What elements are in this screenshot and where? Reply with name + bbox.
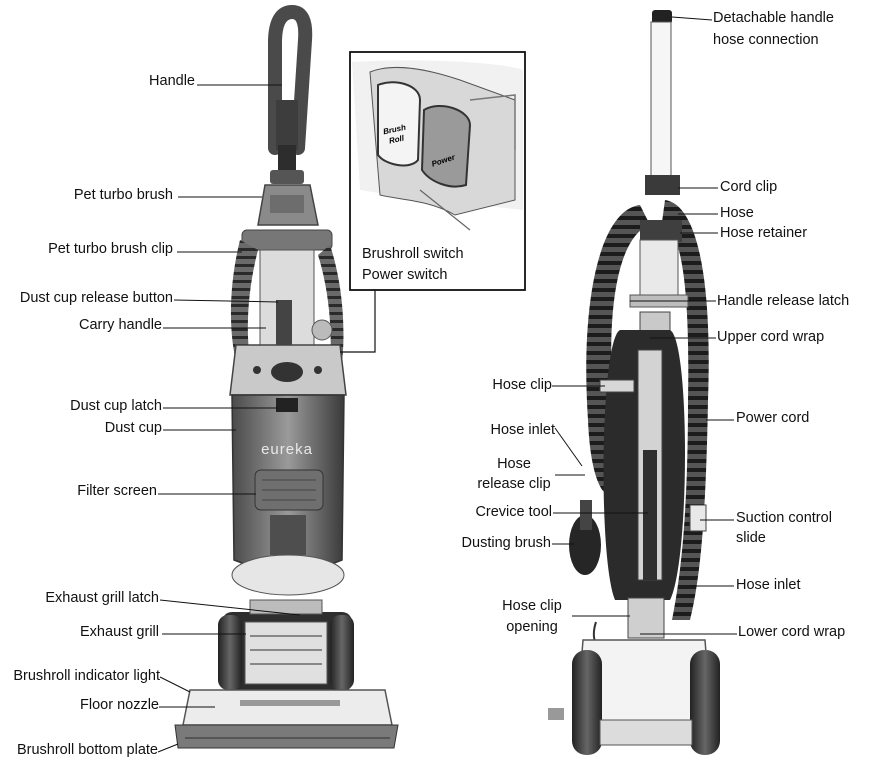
brushroll-switch-label: Brushroll switch [362,246,464,262]
label-floor-nozzle: Floor nozzle [80,697,159,713]
hose-shape [586,205,650,495]
leader-lines [157,16,737,753]
label-hose-inlet-lower: Hose inlet [736,577,801,593]
label-pet-turbo-brush-clip: Pet turbo brush clip [48,241,173,257]
label-exhaust-grill-latch: Exhaust grill latch [45,590,159,606]
crevice-tool-shape [643,450,657,580]
label-hose-retainer: Hose retainer [720,225,808,241]
handle-shape [268,4,313,155]
dusting-brush-shape [569,515,601,575]
label-pet-turbo-brush: Pet turbo brush [73,187,173,203]
label-brushroll-bottom-plate: Brushroll bottom plate [16,742,158,758]
label-dust-cup-latch: Dust cup latch [70,398,162,414]
label-crevice-tool: Crevice tool [475,504,552,520]
label-cord-clip: Cord clip [720,179,778,195]
label-suction-control: Suction control [736,510,832,526]
label-filter-screen: Filter screen [77,483,157,499]
power-switch-shape [420,105,472,188]
label-detachable-handle: Detachable handle [713,10,834,26]
svg-text:eureka: eureka [261,441,313,458]
label-suction-control-slide: slide [736,530,766,546]
label-upper-cord-wrap: Upper cord wrap [717,329,825,345]
label-carry-handle: Carry handle [78,317,162,333]
label-lower-cord-wrap: Lower cord wrap [738,624,846,640]
label-hose-clip: Hose clip [492,377,552,393]
label-handle: Handle [149,73,195,89]
label-hose-clip-opening: Hose clip [502,598,562,614]
label-power-cord: Power cord [736,410,810,426]
label-handle-release-latch: Handle release latch [717,293,850,309]
label-dust-cup-release-button: Dust cup release button [19,290,173,306]
label-hose-connection: hose connection [713,32,819,48]
label-hose: Hose [720,205,754,221]
front-vacuum: eureka [174,4,399,749]
brushroll-switch-shape [377,81,422,167]
label-hose-release: Hose [497,456,531,472]
label-hose-inlet-upper: Hose inlet [490,422,555,438]
label-exhaust-grill: Exhaust grill [80,624,159,640]
switch-inset: Brush Roll Power [340,51,526,353]
label-opening: opening [506,619,558,635]
label-release-clip: release clip [477,476,551,492]
back-vacuum [548,10,720,755]
label-dust-cup: Dust cup [104,420,162,436]
exhaust-grill-shape [244,621,328,685]
svg-text:Roll: Roll [388,133,405,145]
power-switch-label: Power switch [362,267,448,283]
label-dusting-brush: Dusting brush [461,535,551,551]
label-brushroll-indicator-light: Brushroll indicator light [13,668,160,684]
